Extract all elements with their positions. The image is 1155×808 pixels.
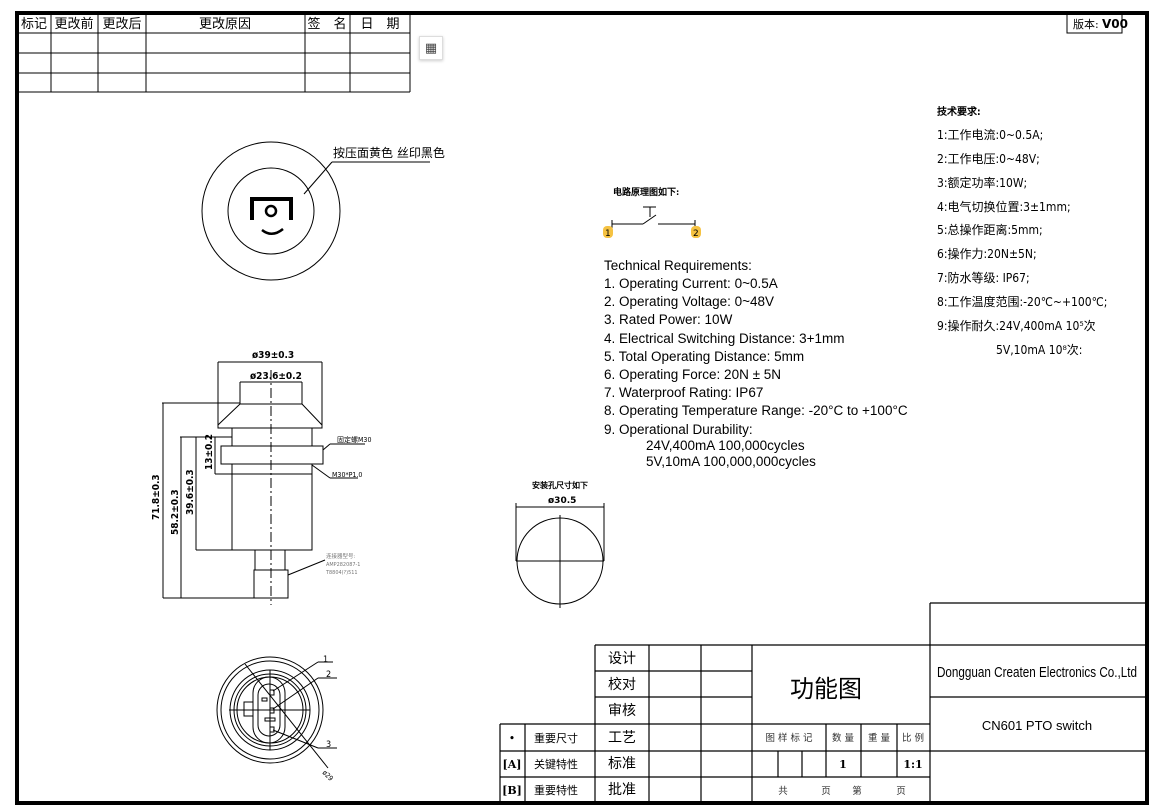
tech-req-cn: 技术要求: 1:工作电流:0~0.5A; 2:工作电压:0~48V; 3:额定功… — [937, 105, 1107, 357]
tech-req-en-item: 6. Operating Force: 20N ± 5N — [604, 367, 781, 382]
tech-req-cn-item: 6:操作力:20N±5N; — [937, 246, 1037, 261]
dim-total-height: 71.8±0.3 — [151, 474, 162, 520]
pin-label-2: 2 — [326, 670, 331, 680]
side-view — [162, 361, 365, 605]
top-view — [201, 141, 430, 281]
mount-hole-view — [515, 503, 605, 608]
bottom-view — [216, 656, 337, 769]
rev-header-date: 日 期 — [360, 17, 399, 32]
pin-label-3: 3 — [326, 740, 331, 750]
legend-symbol: [A] — [503, 758, 522, 771]
circuit-title: 电路原理图如下: — [613, 186, 679, 198]
tech-req-en-item: 8. Operating Temperature Range: -20°C to… — [604, 403, 908, 418]
thread-label: M30*P1.0 — [332, 471, 362, 479]
role-design: 设计 — [608, 651, 636, 667]
dim-inner-dia: ø23.6±0.2 — [250, 371, 302, 382]
role-approve: 批准 — [608, 782, 636, 798]
col-header-quantity: 数 量 — [832, 732, 855, 744]
product-name: CN601 PTO switch — [982, 718, 1092, 733]
mount-hole-dia: ø30.5 — [548, 496, 576, 506]
connector-note-2: AMP282087-1 — [326, 562, 360, 568]
frame-icon — [250, 197, 293, 220]
legend-label: 重要特性 — [534, 783, 578, 797]
tech-req-en-item: 2. Operating Voltage: 0~48V — [604, 294, 774, 309]
legend-symbol: [B] — [502, 784, 522, 797]
rev-header-sign: 签 名 — [307, 16, 346, 32]
tech-req-cn-item: 5V,10mA 10⁸次: — [996, 343, 1082, 357]
tech-req-en-title: Technical Requirements: — [604, 258, 752, 273]
nut-label: 固定螺M30 — [337, 435, 371, 444]
tech-req-en-item: 9. Operational Durability: — [604, 422, 753, 437]
tech-req-cn-item: 5:总操作距离:5mm; — [937, 222, 1043, 237]
legend-label: 关键特性 — [534, 757, 578, 771]
sheet-border — [15, 11, 1149, 805]
version-label: 版本: — [1073, 17, 1099, 31]
rev-header-before: 更改前 — [54, 16, 93, 32]
pages-current-suffix: 页 — [896, 786, 906, 797]
dim-outer-dia: ø39±0.3 — [252, 350, 294, 361]
tech-req-en-item: 5V,10mA 100,000,000cycles — [646, 454, 816, 469]
version-box — [1066, 12, 1123, 34]
top-view-callout: 按压面黄色 丝印黑色 — [333, 146, 445, 160]
tech-req-cn-item: 1:工作电流:0~0.5A; — [937, 128, 1043, 142]
connector-note-3: T8804(?)511 — [325, 570, 358, 576]
pin-1-marker — [603, 226, 613, 238]
legend-symbol: • — [509, 732, 516, 745]
quantity-value: 1 — [839, 758, 847, 771]
role-review: 审核 — [608, 703, 636, 719]
tech-req-en: Technical Requirements: 1. Operating Cur… — [604, 258, 908, 469]
revision-table — [17, 13, 411, 93]
company-name: Dongguan Createn Electronics Co.,Ltd — [937, 664, 1137, 681]
tech-req-cn-title: 技术要求: — [937, 105, 981, 118]
tech-req-en-item: 5. Total Operating Distance: 5mm — [604, 349, 804, 364]
pin-label-1: 1 — [323, 655, 328, 665]
dim-nut-height: 13±0.2 — [204, 434, 215, 470]
rotate-arrow-icon — [261, 228, 284, 235]
connector-note-1: 连接器型号: — [326, 552, 356, 560]
title-block — [499, 602, 1147, 803]
tech-req-en-item: 24V,400mA 100,000cycles — [646, 438, 805, 453]
tech-req-en-item: 3. Rated Power: 10W — [604, 312, 733, 327]
tech-req-en-item: 7. Waterproof Rating: IP67 — [604, 385, 763, 400]
pin-2-marker — [691, 226, 701, 238]
dim-thread-height: 39.6±0.3 — [185, 469, 196, 515]
tech-req-cn-item: 2:工作电压:0~48V; — [937, 152, 1040, 166]
col-header-scale: 比 例 — [902, 732, 924, 744]
version-value: V00 — [1102, 17, 1128, 31]
col-header-drawing-mark: 图 样 标 记 — [765, 732, 813, 744]
grid-frame-icon[interactable]: ▦ — [419, 36, 443, 60]
pages-total-prefix: 共 — [778, 786, 788, 797]
rev-header-reason: 更改原因 — [199, 17, 251, 32]
col-header-weight: 重 量 — [868, 732, 891, 744]
tech-req-cn-item: 4:电气切换位置:3±1mm; — [937, 199, 1071, 214]
tech-req-cn-item: 9:操作耐久:24V,400mA 10⁵次 — [937, 318, 1096, 333]
pages-total-suffix: 页 — [821, 786, 831, 797]
role-process: 工艺 — [608, 730, 636, 746]
mount-hole-title: 安装孔尺寸如下 — [532, 480, 588, 490]
legend-label: 重要尺寸 — [534, 731, 578, 745]
tech-req-cn-item: 8:工作温度范围:-20℃~+100℃; — [937, 294, 1107, 309]
tech-req-en-item: 1. Operating Current: 0~0.5A — [604, 276, 778, 291]
dim-body-height: 58.2±0.3 — [170, 489, 181, 535]
drawing-title: 功能图 — [790, 675, 862, 703]
bottom-dia: ø29 — [321, 769, 335, 783]
scale-value: 1:1 — [903, 758, 922, 771]
rev-header-mark: 标记 — [21, 17, 47, 32]
tech-req-cn-item: 3:额定功率:10W; — [937, 175, 1027, 190]
role-standard: 标准 — [608, 756, 636, 772]
switch-schematic — [611, 206, 696, 228]
tech-req-cn-item: 7:防水等级: IP67; — [937, 270, 1030, 285]
role-check: 校对 — [608, 676, 636, 693]
circuit-pin-2: 2 — [693, 229, 699, 239]
circuit-pin-1: 1 — [605, 229, 611, 239]
rev-header-after: 更改后 — [102, 17, 141, 32]
gear-icon — [264, 204, 278, 218]
tech-req-en-item: 4. Electrical Switching Distance: 3+1mm — [604, 331, 844, 346]
pages-current-prefix: 第 — [852, 785, 862, 797]
